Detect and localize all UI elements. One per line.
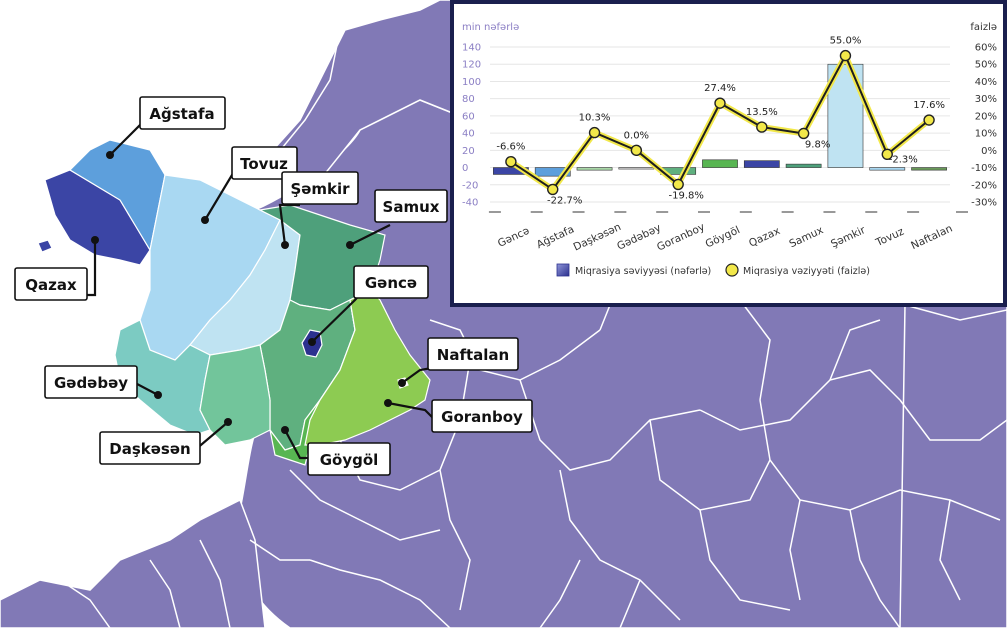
left-axis-title: min nəfərlə [462, 22, 519, 33]
left-tick-label: 100 [462, 77, 481, 88]
left-axis-ticks: 140 120 100 80 60 40 20 0 -20 -40 [462, 43, 481, 209]
point-label-1: -22.7% [547, 195, 582, 206]
label-tovuz: Tovuz [201, 146, 298, 224]
map-labels: Ağstafa Tovuz Şəmkir Samux Gəncə [14, 96, 533, 476]
label-samux: Samux [346, 189, 448, 249]
label-goygol: Göygöl [281, 426, 391, 476]
label-agstafa: Ağstafa [106, 96, 226, 159]
bar-5 [702, 159, 738, 168]
label-goygol-text: Göygöl [320, 451, 379, 469]
line-point-0 [505, 155, 517, 168]
right-tick-label: -10% [971, 163, 997, 174]
line-point-2 [588, 126, 601, 139]
chart-inset: min nəfərlə faizlə 140 120 100 80 60 40 20 0 -20… [450, 0, 1007, 307]
right-tick-label: 50% [975, 60, 997, 71]
chart-line: -6.6% -22.7% 10.3% 0.0% -19.8% 27.4% 13.5% 9.8%… [496, 36, 945, 207]
line-point-8 [839, 49, 852, 62]
point-label-8: 55.0% [830, 36, 862, 47]
right-tick-label: 60% [975, 43, 997, 54]
region-far-east [899, 304, 1007, 628]
line-point-5 [714, 97, 726, 109]
label-naftalan: Naftalan [398, 337, 519, 387]
label-gedebey: Gədəbəy [44, 365, 162, 399]
bar-2 [576, 167, 613, 171]
bar-7 [785, 163, 822, 168]
label-daskesen: Daşkəsən [99, 418, 232, 465]
point-label-0: -6.6% [496, 142, 525, 153]
label-gence: Gəncə [308, 265, 429, 346]
label-naftalan-text: Naftalan [437, 346, 509, 364]
left-tick-label: 80 [462, 94, 475, 105]
left-tick-label: 140 [462, 43, 481, 54]
bar-6 [743, 160, 780, 168]
right-tick-label: -20% [971, 180, 997, 191]
line-point-1 [547, 183, 559, 196]
label-goranboy: Goranboy [384, 399, 533, 433]
legend-line-swatch [725, 263, 739, 277]
line-point-9 [881, 148, 893, 160]
label-goranboy-text: Goranboy [441, 408, 523, 426]
district-goranboy [304, 289, 431, 446]
point-label-9: -2.3% [889, 154, 918, 165]
right-axis-ticks: 60% 50% 40% 30% 20% 10% 0% -10% -20% -30% [971, 43, 997, 209]
region-south-west [0, 498, 266, 628]
label-samkir: Şəmkir [278, 171, 359, 249]
left-tick-label: 40 [462, 129, 475, 140]
label-qazax-text: Qazax [25, 276, 77, 294]
right-tick-label: 40% [975, 77, 997, 88]
left-tick-label: 0 [462, 163, 468, 174]
district-qazax-exclave [37, 239, 53, 253]
label-tovuz-text: Tovuz [240, 155, 288, 173]
right-tick-label: -30% [971, 198, 997, 209]
legend-bar-swatch [556, 263, 570, 277]
right-tick-label: 20% [975, 111, 997, 122]
legend-bar-label: Miqrasiya səviyyəsi (nəfərlə) [575, 266, 711, 277]
label-daskesen-text: Daşkəsən [109, 440, 190, 458]
bar-9 [869, 167, 906, 171]
right-tick-label: 10% [975, 129, 997, 140]
bar-1 [534, 167, 571, 177]
point-label-2: 10.3% [579, 113, 611, 124]
right-tick-label: 0% [981, 146, 997, 157]
point-label-4: -19.8% [668, 190, 703, 201]
point-label-7: 9.8% [805, 139, 830, 150]
right-axis-title: faizlə [970, 22, 997, 33]
point-label-10: 17.6% [913, 100, 945, 111]
chart-frame [450, 0, 1007, 307]
line-point-10 [923, 114, 935, 126]
left-tick-label: 60 [462, 111, 475, 122]
bar-3 [618, 167, 655, 170]
chart-legend: Miqrasiya səviyyəsi (nəfərlə) Miqrasiya … [556, 263, 870, 277]
point-label-6: 13.5% [746, 107, 778, 118]
label-agstafa-text: Ağstafa [149, 105, 214, 123]
left-tick-label: -20 [462, 180, 478, 191]
label-gedebey-text: Gədəbəy [54, 374, 128, 392]
point-label-3: 0.0% [624, 130, 649, 141]
point-label-5: 27.4% [704, 83, 736, 94]
label-gence-text: Gəncə [365, 274, 417, 292]
line-point-7 [797, 127, 810, 140]
label-qazax: Qazax [14, 236, 99, 301]
right-tick-label: 30% [975, 94, 997, 105]
legend-line-label: Miqrasiya vəziyyəti (faizlə) [743, 266, 870, 277]
bar-10 [911, 167, 947, 171]
label-samux-text: Samux [383, 198, 440, 216]
district-daskesen [199, 344, 271, 446]
line-point-6 [756, 121, 768, 133]
left-tick-label: 20 [462, 146, 475, 157]
line-point-4 [672, 178, 684, 191]
label-samkir-text: Şəmkir [290, 180, 350, 198]
left-tick-label: 120 [462, 60, 481, 71]
left-tick-label: -40 [462, 198, 478, 209]
line-point-3 [630, 144, 643, 157]
